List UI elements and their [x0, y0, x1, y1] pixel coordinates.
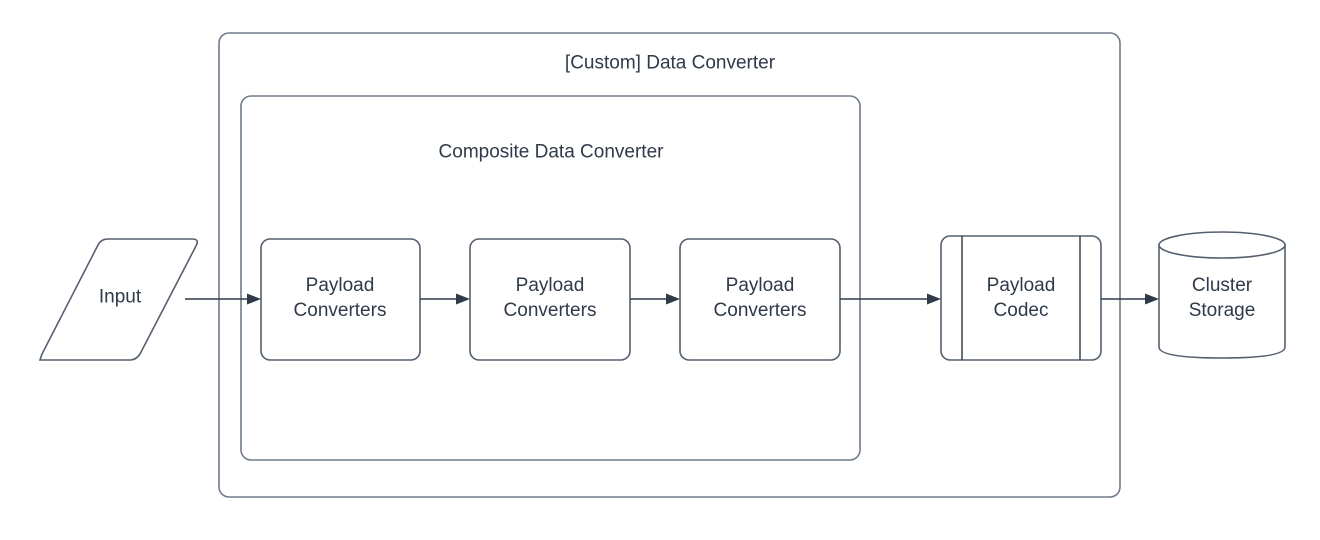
cluster-storage-body [1158, 244, 1286, 359]
cluster-storage-top-ellipse [1158, 231, 1286, 259]
arrow-head-icon [1145, 293, 1159, 305]
outer-container-custom-data-converter[interactable] [218, 32, 1121, 498]
arrow-head-icon [666, 293, 680, 305]
connector-payload-converters-2-to-3 [630, 293, 680, 305]
arrow-head-icon [247, 293, 261, 305]
node-payload-converters-3[interactable] [679, 238, 841, 361]
node-payload-converters-1[interactable] [260, 238, 421, 361]
node-cluster-storage[interactable] [1158, 231, 1286, 359]
connector-payload-converters-1-to-2 [420, 293, 470, 305]
inner-container-composite-data-converter[interactable] [240, 95, 861, 461]
node-input-parallelogram[interactable] [38, 238, 199, 361]
payload-codec-body [940, 235, 1102, 361]
node-payload-converters-2[interactable] [469, 238, 631, 361]
connector-payload-converters-3-to-payload-codec [840, 293, 941, 305]
arrow-head-icon [927, 293, 941, 305]
arrow-head-icon [456, 293, 470, 305]
connector-payload-codec-to-cluster-storage [1101, 293, 1159, 305]
node-payload-codec[interactable] [940, 235, 1102, 361]
connector-input-to-payload-converters-1 [185, 293, 261, 305]
